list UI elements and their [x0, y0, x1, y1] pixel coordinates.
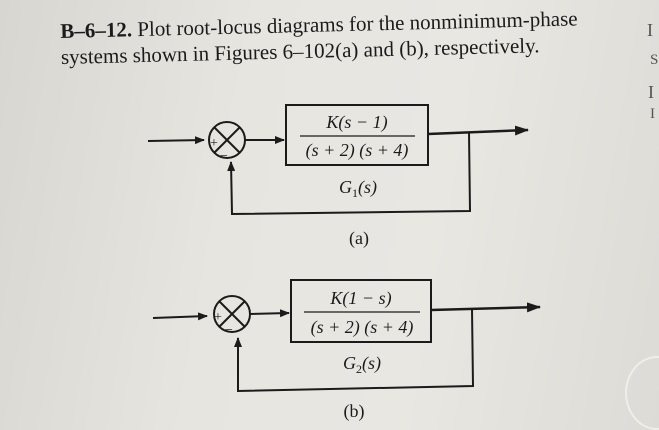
denominator-b: (s + 2) (s + 4): [311, 317, 414, 338]
output-arrow-b: [430, 302, 541, 313]
margin-letter-3: I: [648, 82, 654, 102]
margin-letter-2: S: [650, 52, 659, 68]
input-arrow-b: [152, 312, 208, 321]
minus-sign-b: −: [225, 323, 233, 338]
plus-sign-a: +: [210, 136, 218, 151]
transfer-function-box-a: [285, 104, 429, 166]
margin-letter-4: I: [650, 106, 655, 122]
minus-sign-a: −: [220, 149, 228, 164]
caption-a: (a): [349, 228, 369, 249]
feedback-path-b: [234, 308, 475, 393]
caption-b: (b): [344, 401, 365, 422]
output-arrow-a: [427, 125, 529, 136]
numerator-a: K(s − 1): [325, 112, 387, 133]
diagram-a: + − K(s − 1) (s + 2) (s + 4) G1(s) (a): [147, 104, 529, 249]
numerator-b: K(1 − s): [329, 288, 391, 309]
plus-sign-b: +: [214, 310, 222, 325]
input-arrow-a: [147, 136, 205, 145]
block-label-b: G2(s): [343, 353, 381, 376]
margin-letter-1: I: [647, 20, 653, 40]
transfer-function-box-b: [290, 279, 432, 343]
forward-arrow-b: [249, 309, 290, 318]
block-label-a: G1(s): [339, 177, 377, 200]
feedback-path-a: [227, 131, 472, 216]
diagram-b: + − K(1 − s) (s + 2) (s + 4) G2(s) (b): [152, 279, 541, 422]
denominator-a: (s + 2) (s + 4): [306, 140, 409, 161]
